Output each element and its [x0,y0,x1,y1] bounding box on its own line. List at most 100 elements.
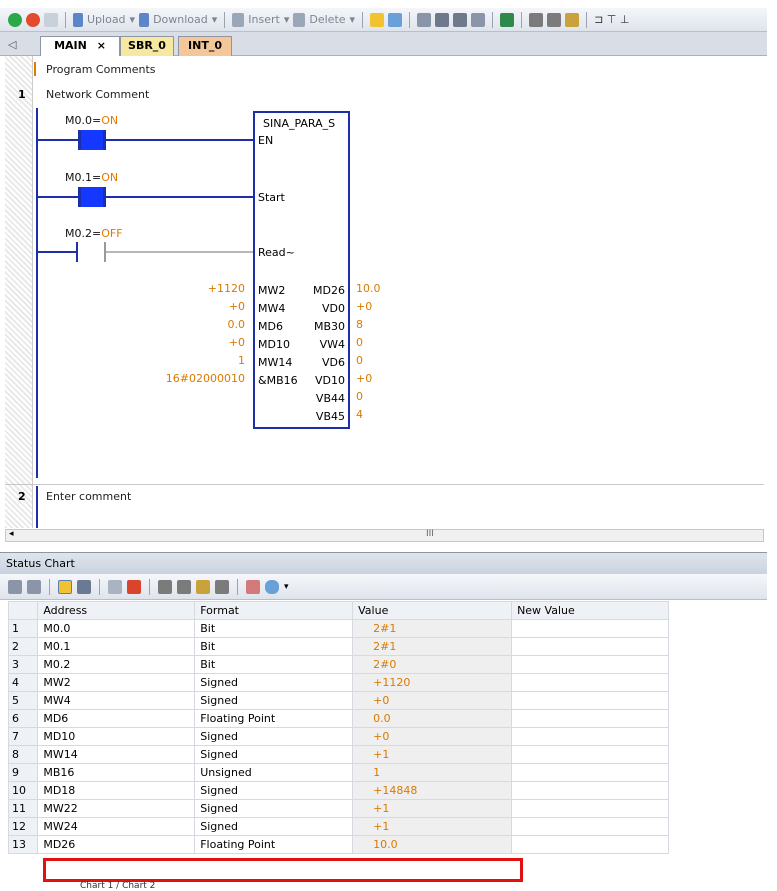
address-cell[interactable]: MB16 [37,763,196,782]
format-cell[interactable]: Signed [194,673,354,692]
format-cell[interactable]: Bit [194,655,354,674]
new-value-cell[interactable] [511,619,669,638]
tab-int0[interactable]: INT_0 [178,36,232,56]
unforce-icon[interactable] [177,579,191,594]
delete-row-icon[interactable] [27,579,41,594]
force-icon[interactable] [158,579,172,594]
dropdown-arrow-icon[interactable]: ▾ [283,13,290,26]
run-icon[interactable] [8,12,22,27]
contact-m0-0[interactable] [78,130,106,150]
enter-icon[interactable] [500,12,515,27]
tab-sbr0[interactable]: SBR_0 [120,36,174,56]
value-cell[interactable]: 2#0 [352,655,513,674]
dropdown-arrow-icon[interactable]: ▾ [349,13,356,26]
format-cell[interactable]: Bit [194,637,354,656]
value-cell[interactable]: 0.0 [352,709,513,728]
dropdown-arrow-icon[interactable]: ▾ [211,13,218,26]
address-cell[interactable]: M0.2 [37,655,196,674]
bookmark-icon[interactable] [417,12,432,27]
clear-icon[interactable] [471,12,486,27]
single-read-icon[interactable] [77,579,91,594]
format-cell[interactable]: Floating Point [194,709,354,728]
value-cell[interactable]: 10.0 [352,835,513,854]
format-cell[interactable]: Signed [194,817,354,836]
new-value-cell[interactable] [511,763,669,782]
address-cell[interactable]: MD18 [37,781,196,800]
go-forward-icon[interactable] [453,12,468,27]
dropdown-arrow-icon[interactable]: ▾ [129,13,136,26]
new-value-cell[interactable] [511,673,669,692]
insert-icon[interactable] [232,12,245,27]
insert-button[interactable]: Insert [248,13,280,26]
ladder-editor[interactable]: Program Comments 1 Network Comment M0.0=… [0,56,767,542]
new-row-icon[interactable] [8,579,22,594]
value-cell[interactable]: 1 [352,763,513,782]
delete-button[interactable]: Delete [309,13,346,26]
value-cell[interactable]: +1 [352,817,513,836]
horizontal-scrollbar[interactable]: ◂ III [5,529,764,542]
new-value-cell[interactable] [511,637,669,656]
lock-add-icon[interactable] [565,12,580,27]
address-cell[interactable]: MW4 [37,691,196,710]
upload-button[interactable]: Upload [87,13,126,26]
new-value-cell[interactable] [511,727,669,746]
address-cell[interactable]: MW24 [37,817,196,836]
tooltip-icon[interactable] [265,579,279,594]
scroll-left-icon[interactable]: ◂ [9,529,14,539]
value-cell[interactable]: 2#1 [352,637,513,656]
trend-view-icon[interactable] [246,579,260,594]
address-cell[interactable]: MD10 [37,727,196,746]
close-icon[interactable]: × [96,39,106,52]
address-cell[interactable]: M0.1 [37,637,196,656]
contact-m0-1[interactable] [78,187,106,207]
delete-icon[interactable] [293,12,306,27]
chart-status-icon[interactable] [58,579,72,594]
format-cell[interactable]: Signed [194,691,354,710]
scroll-thumb-grip[interactable]: III [426,529,434,539]
network-comment[interactable]: Enter comment [46,490,132,503]
pencil-icon[interactable] [127,579,141,594]
address-cell[interactable]: MW22 [37,799,196,818]
value-cell[interactable]: +1 [352,745,513,764]
format-cell[interactable]: Unsigned [194,763,354,782]
value-cell[interactable]: +1120 [352,673,513,692]
download-button[interactable]: Download [153,13,208,26]
address-cell[interactable]: MD6 [37,709,196,728]
new-value-cell[interactable] [511,781,669,800]
value-cell[interactable]: +0 [352,727,513,746]
compile-icon[interactable] [44,12,58,27]
upload-arrow-icon[interactable] [73,12,83,27]
go-back-icon[interactable] [435,12,450,27]
tab-main[interactable]: MAIN × [40,36,120,56]
contact-m0-2-left[interactable] [76,242,78,262]
network-comment[interactable]: Network Comment [46,88,150,101]
value-cell[interactable]: +1 [352,799,513,818]
format-cell[interactable]: Bit [194,619,354,638]
contact-m0-2-right[interactable] [104,242,106,262]
format-cell[interactable]: Signed [194,727,354,746]
value-cell[interactable]: +14848 [352,781,513,800]
value-cell[interactable]: 2#1 [352,619,513,638]
new-value-cell[interactable] [511,691,669,710]
write-icon[interactable] [108,579,122,594]
branch-icon[interactable]: ⊐ ⊤ ⊥ [594,13,630,26]
stop-icon[interactable] [26,12,40,27]
unforce-all-icon[interactable] [196,579,210,594]
chart-status-icon[interactable] [388,12,403,27]
new-value-cell[interactable] [511,817,669,836]
program-comments[interactable]: Program Comments [46,63,156,76]
read-forced-icon[interactable] [215,579,229,594]
tab-scroll-left-icon[interactable]: ◁ [8,38,17,51]
address-cell[interactable]: MW2 [37,673,196,692]
new-value-cell[interactable] [511,709,669,728]
program-status-icon[interactable] [370,12,385,27]
dropdown-arrow-icon[interactable]: ▾ [284,581,289,592]
value-cell[interactable]: +0 [352,691,513,710]
